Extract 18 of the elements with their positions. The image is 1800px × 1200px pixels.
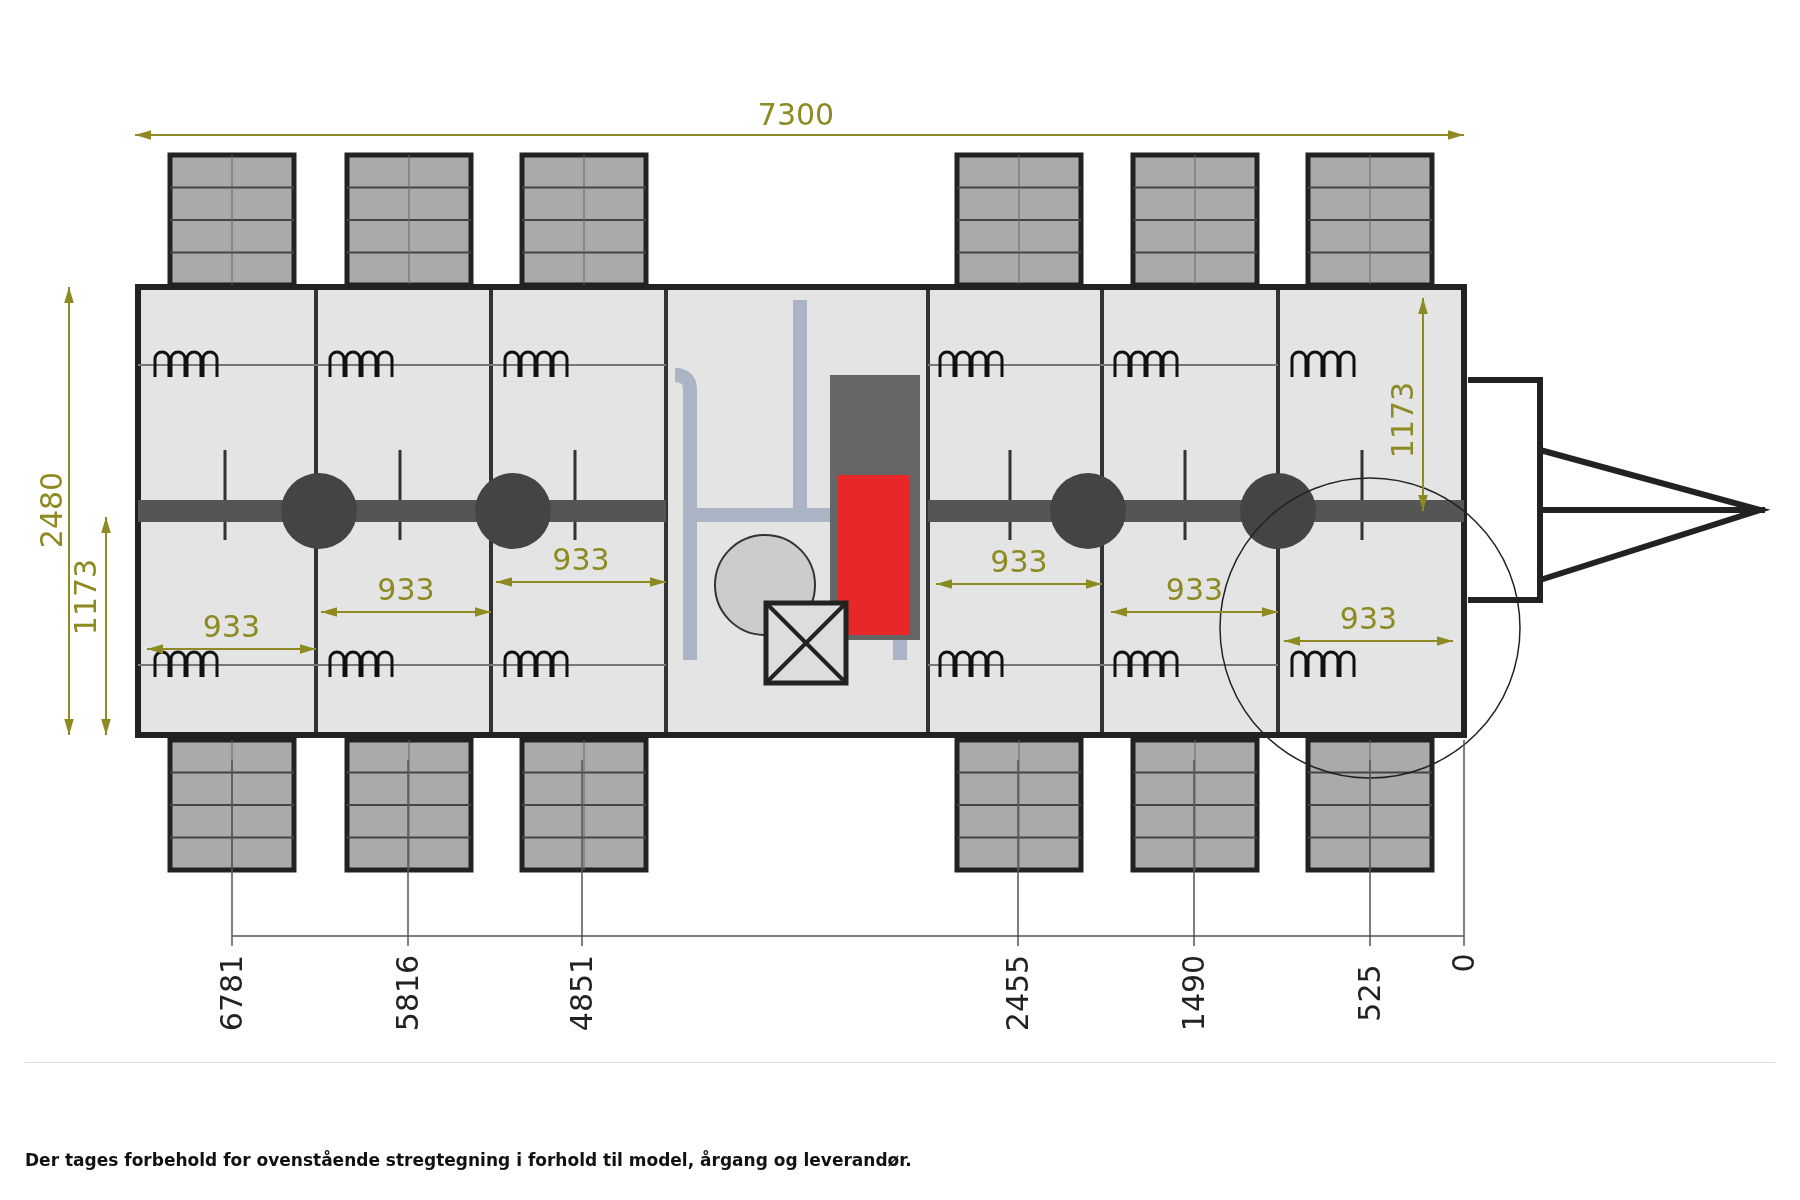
dimension-label: 5816 (393, 954, 423, 1032)
dimension-label: 933 (377, 575, 435, 605)
dimension-label: 2480 (37, 471, 67, 549)
dimension-label: 0 (1449, 953, 1479, 973)
dimension-label: 933 (990, 547, 1048, 577)
dimension-label: 525 (1355, 964, 1385, 1022)
dimension-label: 933 (552, 545, 610, 575)
dimension-label: 933 (1339, 604, 1398, 634)
dimension-label: 4851 (567, 954, 597, 1032)
dimension-label: 6781 (217, 954, 247, 1032)
dimension-label: 1173 (1388, 381, 1418, 459)
dimension-label: 7300 (757, 100, 835, 130)
dimension-label: 1173 (71, 558, 101, 636)
dimension-label: 2455 (1003, 954, 1033, 1032)
caption: Der tages forbehold for ovenstående stregtegning i forhold til model, årgang og leverandør. (25, 1150, 912, 1170)
dimension-label: 1490 (1179, 954, 1209, 1032)
dimension-label: 933 (1165, 575, 1224, 605)
dimension-label: 933 (202, 612, 261, 642)
